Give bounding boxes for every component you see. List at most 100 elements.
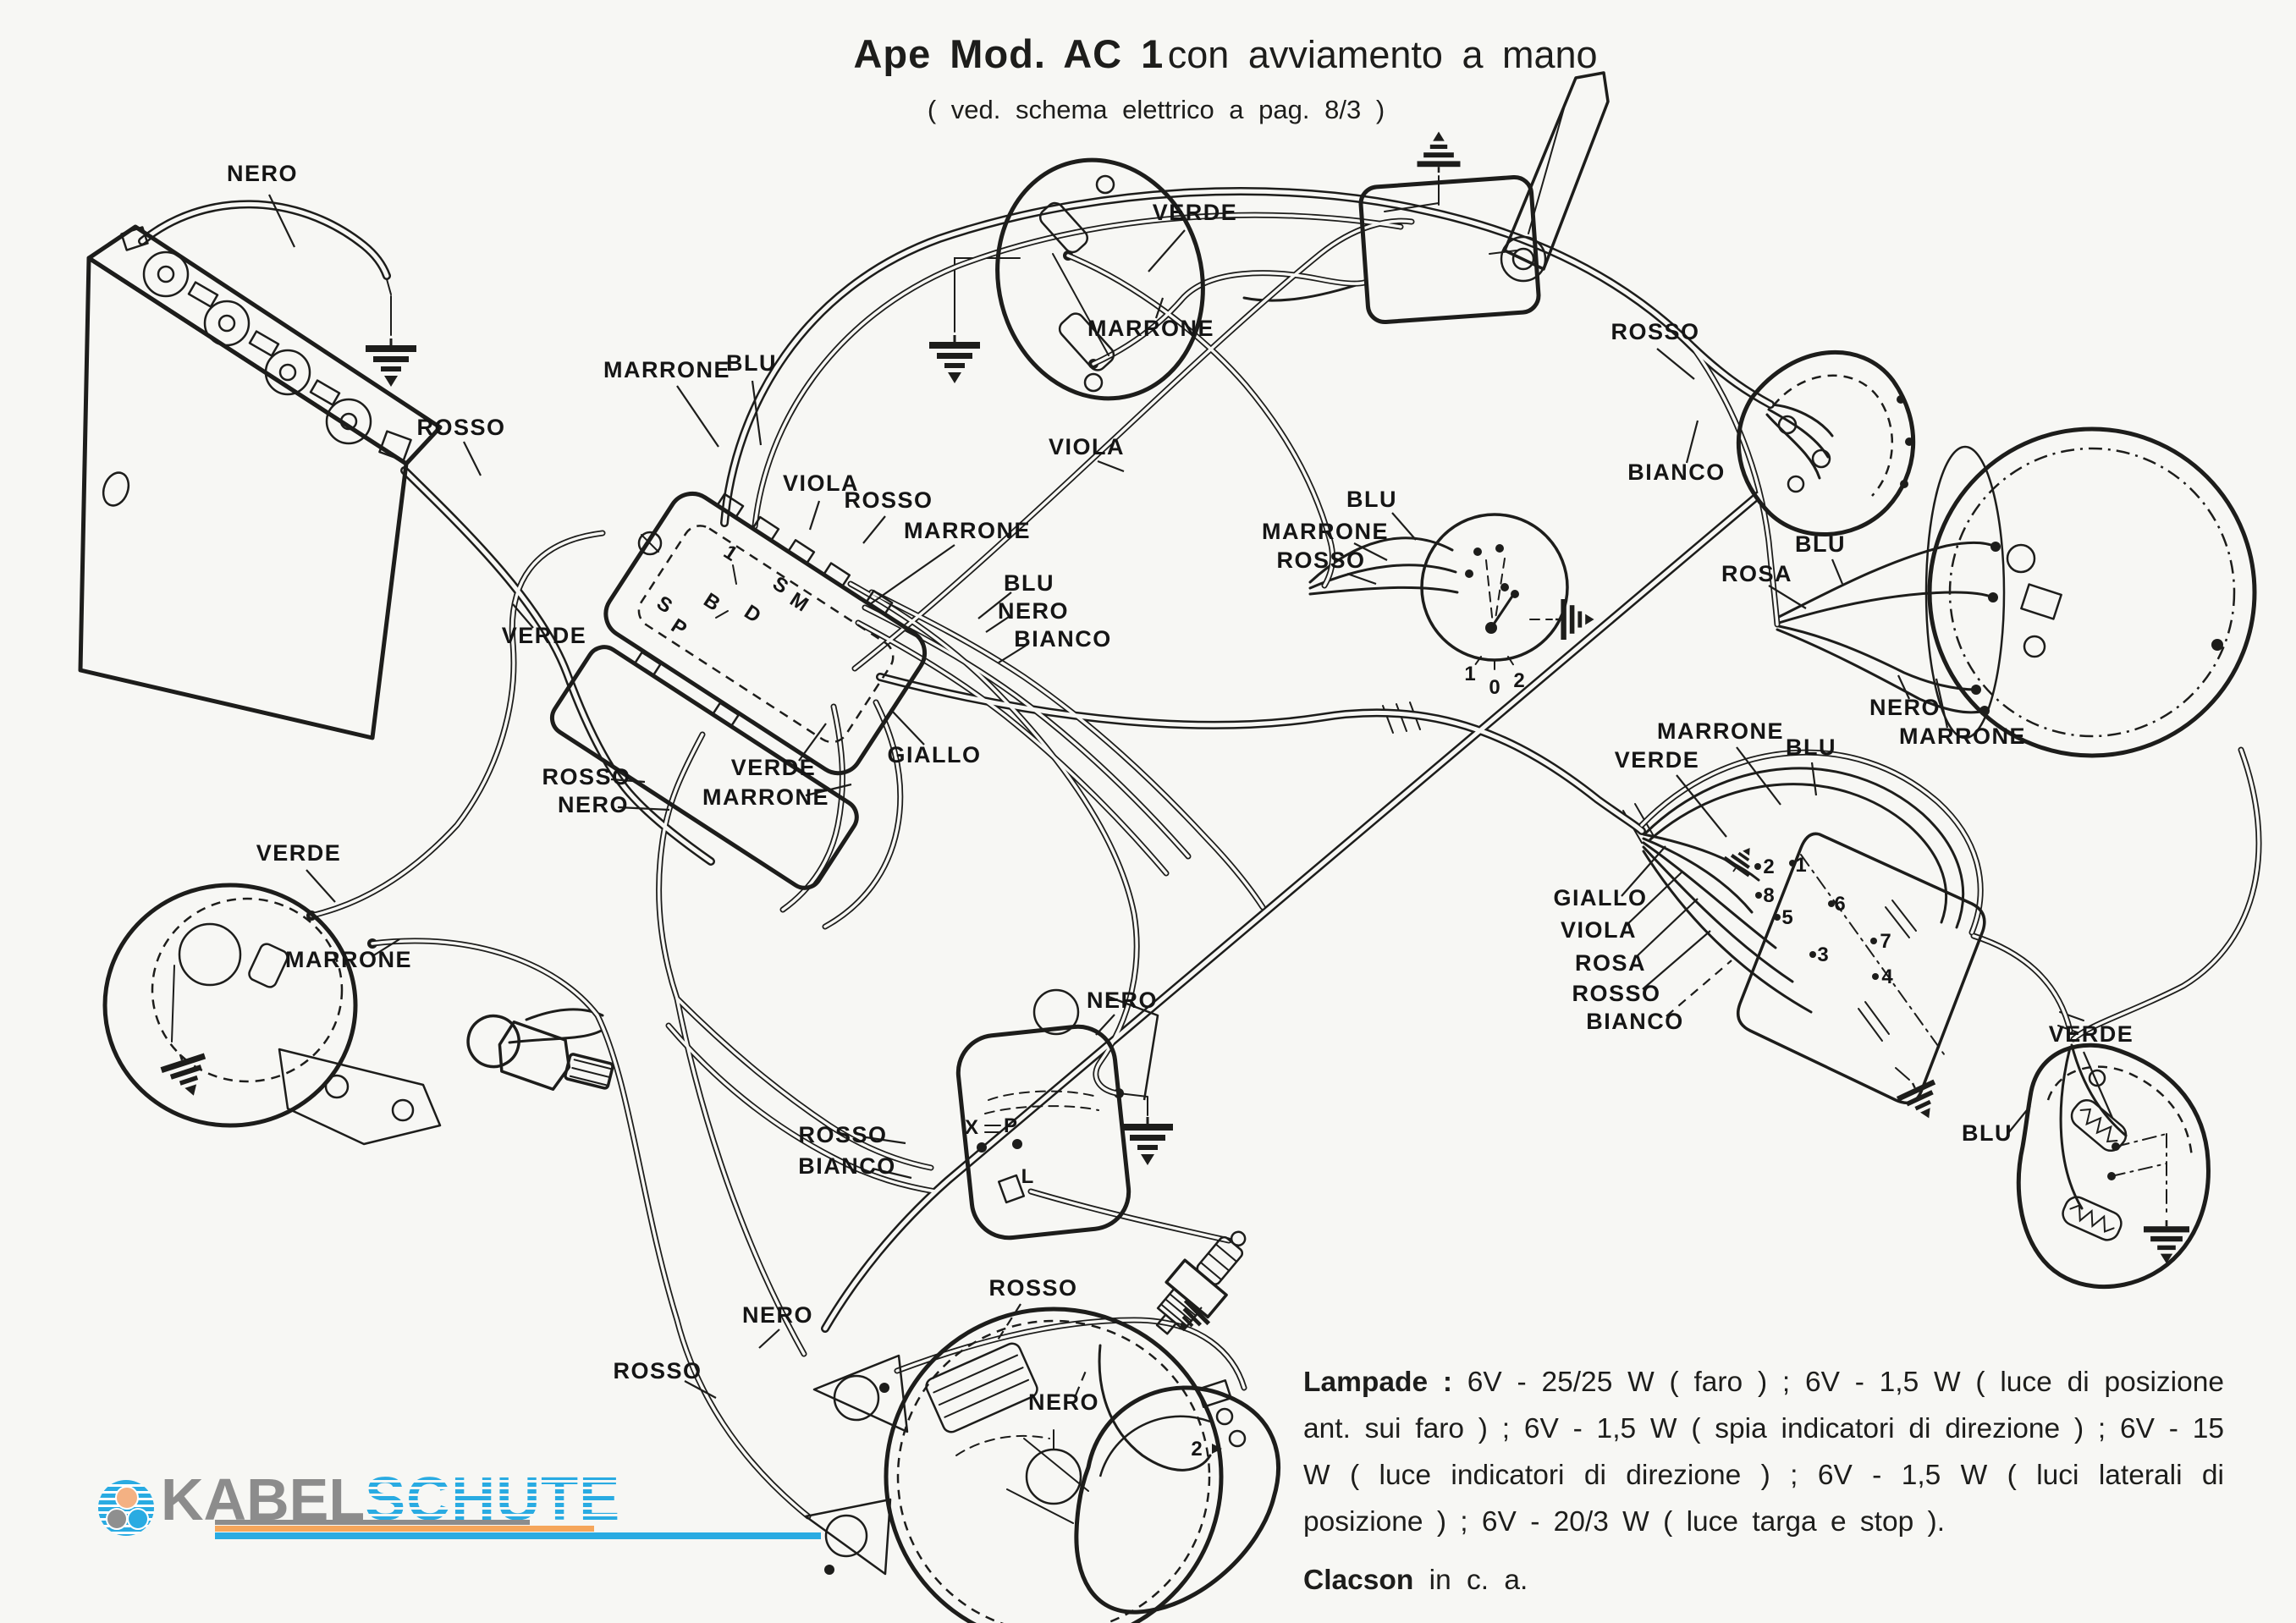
wire-label-verde: VERDE [502,623,587,648]
terminal-label-3: 3 [1817,944,1828,966]
terminal-label-2: 2 [1763,856,1774,878]
wire-label-verde: VERDE [1615,747,1700,773]
wire-label-blu: BLU [1795,531,1846,557]
terminal-label-b: B [699,589,724,616]
terminal-label-2: 2 [1513,669,1524,692]
flywheel-magneto [804,1307,1224,1623]
wire-label-rosso: ROSSO [798,1122,887,1147]
wire-label-bianco: BIANCO [798,1153,896,1179]
wire-label-rosa: ROSA [1575,950,1646,976]
ground-icon [157,1046,217,1104]
wire-label-rosso: ROSSO [1611,319,1699,344]
nero-flywheel-run [656,731,807,1357]
wire-label-nero: NERO [1087,988,1158,1013]
label-leaders [268,194,2114,1399]
wire-label-marrone: MARRONE [702,784,829,810]
wire-label-blu: BLU [1346,487,1397,512]
title-rest: con avviamento a mano [1167,33,1598,76]
verde-horn-run [308,530,606,919]
lamp-legend-heading: Lampade : [1303,1367,1453,1398]
wire-label-marrone: MARRONE [603,357,730,382]
wire-label-verde: VERDE [256,840,342,866]
wire-label-nero: NERO [1028,1389,1099,1415]
horn-top [995,157,1205,401]
wire-label-rosso: ROSSO [988,1275,1077,1301]
wire-label-bianco: BIANCO [1014,626,1112,652]
terminal-label-2: 2 [1191,1438,1202,1461]
tail-lamp [2016,1043,2211,1290]
ground-icons [157,130,2191,1342]
wire-label-verde: VERDE [2049,1021,2134,1047]
terminal-label-8: 8 [1763,884,1774,907]
terminal-label-l: L [1021,1165,1034,1188]
wire-label-nero: NERO [742,1302,813,1328]
wire-label-nero: NERO [998,598,1069,624]
ground-icon [1893,1073,1949,1128]
wire-label-rosso: ROSSO [542,764,630,789]
wire-label-nero: NERO [1869,695,1941,720]
wire-label-rosso: ROSSO [613,1358,702,1384]
wire-label-verde: VERDE [1153,200,1238,225]
wire-label-nero: NERO [558,792,629,817]
light-switch-block [549,491,928,890]
ground-icon [2142,1219,2191,1265]
light-switch-dial [1420,513,1569,674]
page-title: Ape Mod. AC 1 con avviamento a mano [853,30,1597,77]
title-model: Ape Mod. AC 1 [853,31,1165,76]
wire-label-giallo: GIALLO [1554,885,1648,911]
terminal-label-6: 6 [1834,893,1845,916]
wire-label-blu: BLU [1962,1120,2012,1146]
ground-icon [1167,1295,1214,1342]
rear-junction-box [1737,832,1986,1105]
horn-left [102,883,442,1146]
wire-label-marrone: MARRONE [904,518,1031,543]
lamp-legend-body: Lampade : 6V - 25/25 W ( faro ) ; 6V - 1… [1303,1367,2224,1538]
battery-ground-cable [138,200,391,280]
wire-label-viola: VIOLA [783,470,859,496]
wire-label-blu: BLU [1004,570,1054,596]
long-diagonal-harness [821,491,1763,1333]
terminal-label-x: X [965,1116,978,1139]
wire-label-viola: VIOLA [1049,434,1125,459]
wiring-harness [138,175,2262,1575]
terminal-label-4: 4 [1881,966,1893,988]
ground-icon [1416,130,1462,174]
clacson-note: Clacson in c. a. [1303,1565,1528,1596]
trafficator-box [1358,71,1610,325]
kabelschute-logo: KABELSCHUTE [98,1469,821,1539]
wire-label-rosa: ROSA [1721,561,1792,586]
lamp-legend: Lampade : 6V - 25/25 W ( faro ) ; 6V - 1… [1303,1359,2224,1604]
terminal-label-p: P [1004,1114,1017,1137]
terminal-label-d: D [740,601,764,628]
terminal-label-1: 1 [1464,663,1475,685]
terminal-label-0: 0 [1489,676,1500,699]
terminal-label-p: P [667,614,691,641]
wire-label-marrone: MARRONE [1087,316,1214,341]
wire-label-blu: BLU [726,350,777,376]
wire-label-rosso: ROSSO [844,487,933,513]
ground-icon [928,333,982,385]
front-position-lamp [1736,349,1916,536]
brake-stop-switch [466,1014,614,1092]
top-harness-sweep [720,186,1775,527]
terminal-label-1: 1 [1795,854,1806,877]
wire-label-marrone: MARRONE [1657,718,1784,744]
wire-label-blu: BLU [1786,734,1836,760]
wire-label-giallo: GIALLO [888,742,982,767]
headlamp [1924,426,2257,758]
wire-label-marrone: MARRONE [1899,723,2026,749]
verde-tail-wire [2070,1043,2128,1137]
ground-icon [1120,1115,1175,1167]
terminal-label-1: 1 [719,541,741,566]
wire-label-bianco: BIANCO [1586,1009,1684,1034]
wire-label-rosso: ROSSO [416,415,505,440]
wire-label-nero: NERO [227,161,298,186]
blu-tail-wire [2059,1046,2084,1210]
kabelschute-logo-icon [98,1480,154,1536]
wire-label-marrone: MARRONE [285,947,412,972]
terminal-label-7: 7 [1880,930,1891,953]
wire-labels: NEROROSSOVERDEMARRONEBLUVIOLAROSSOMARRON… [227,161,2134,1415]
ground-icon [364,337,418,388]
